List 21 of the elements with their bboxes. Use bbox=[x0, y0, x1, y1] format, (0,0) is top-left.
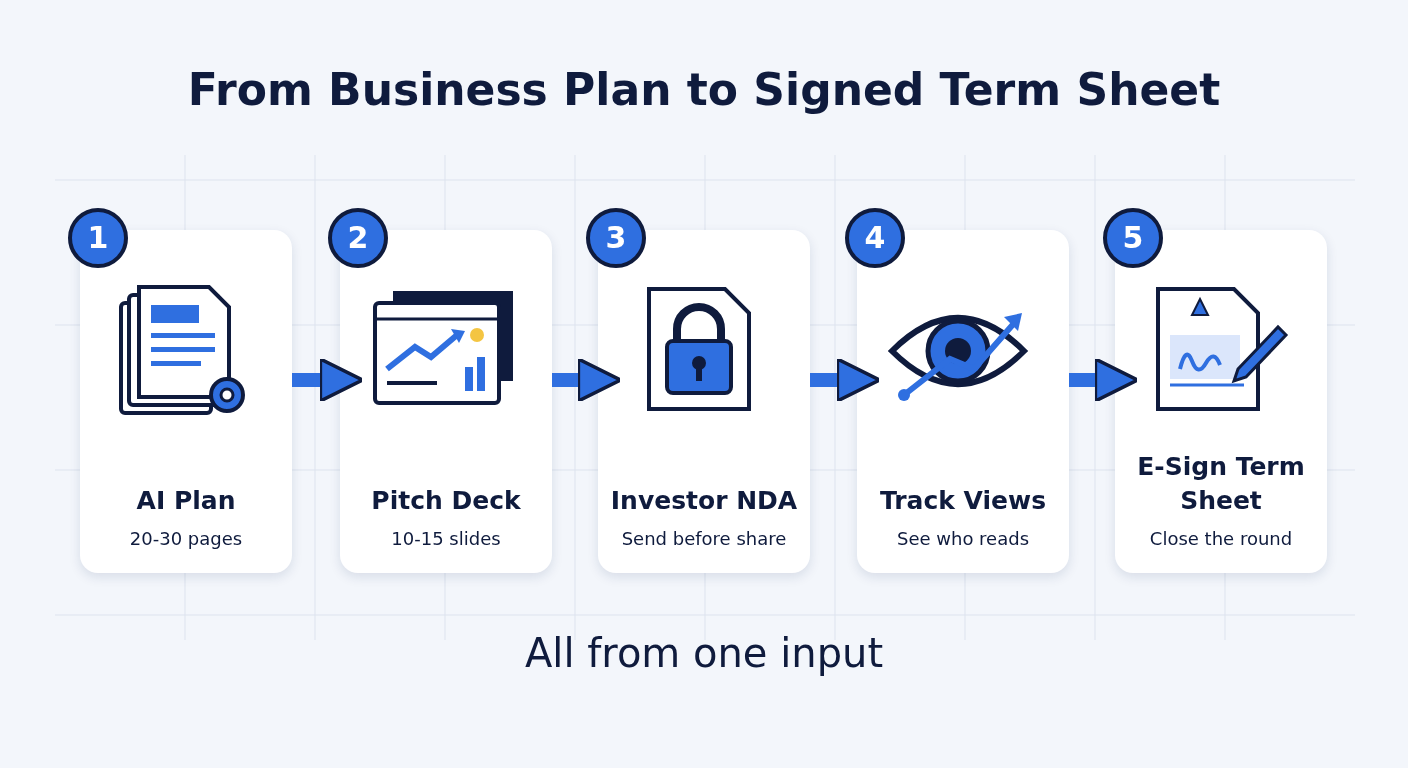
arrow bbox=[810, 357, 882, 403]
caption: All from one input bbox=[524, 630, 884, 676]
step-description: See who reads bbox=[896, 528, 1030, 549]
step-description: Close the round bbox=[1149, 528, 1293, 549]
step-title: AI Plan bbox=[135, 485, 237, 517]
arrow bbox=[292, 357, 365, 403]
step-number-badge: 5 bbox=[1103, 208, 1163, 268]
arrow bbox=[1069, 357, 1140, 403]
step-description: Send before share bbox=[621, 528, 787, 549]
title: From Business Plan to Signed Term Sheet bbox=[187, 64, 1221, 115]
step-number-badge: 1 bbox=[68, 208, 128, 268]
step-number-badge: 3 bbox=[586, 208, 646, 268]
arrow bbox=[552, 357, 623, 403]
step-title: Investor NDA bbox=[609, 485, 799, 517]
step-title: E-Sign Term Sheet bbox=[1136, 451, 1306, 517]
step-number-badge: 4 bbox=[845, 208, 905, 268]
step-number-badge: 2 bbox=[328, 208, 388, 268]
step-description: 10-15 slides bbox=[391, 528, 501, 549]
step-title: Pitch Deck bbox=[370, 485, 522, 517]
step-title: Track Views bbox=[878, 485, 1048, 517]
step-description: 20-30 pages bbox=[129, 528, 243, 549]
